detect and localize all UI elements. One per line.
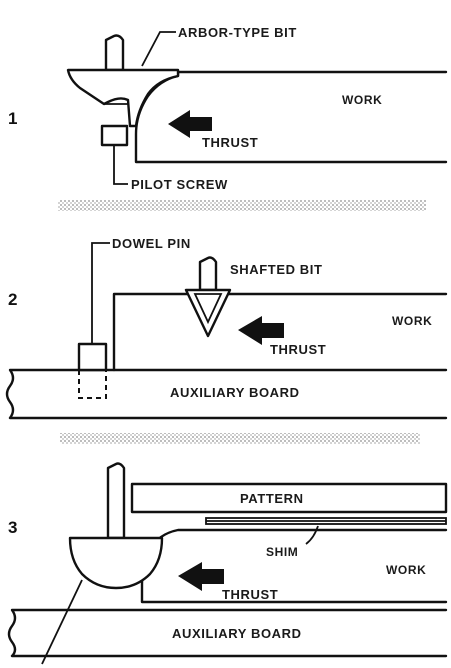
panel-3-board-label: AUXILIARY BOARD — [172, 626, 302, 641]
shafted-bit-cutter — [184, 288, 232, 338]
arbor-type-bit-label: ARBOR-TYPE BIT — [178, 25, 297, 40]
dowel-pin-leader — [91, 242, 110, 343]
panel-2-auxiliary-board — [5, 368, 448, 420]
panel-3: 3 PATTERN SHIM WORK THRUST AUXILIARY BOA… — [7, 462, 448, 665]
panel-3-number: 3 — [8, 518, 17, 537]
dowel-pin-label: DOWEL PIN — [112, 236, 191, 251]
shim-label: SHIM — [266, 545, 298, 559]
pilot-screw-label: PILOT SCREW — [131, 177, 228, 192]
panel-1-work-label: WORK — [342, 93, 382, 107]
shafted-bit — [184, 256, 232, 338]
panel-1: 1 ARBOR-TYPE BIT WORK THRUST PILOT SCREW — [8, 25, 448, 192]
panel-3-work-label: WORK — [386, 563, 426, 577]
panel-3-bit-leader — [41, 579, 83, 665]
panel-2-board-label: AUXILIARY BOARD — [170, 385, 300, 400]
panel-2-thrust-arrow — [238, 316, 284, 345]
panel-3-bit — [68, 462, 164, 590]
panel-3-auxiliary-board — [7, 608, 448, 658]
panel-3-thrust-label: THRUST — [222, 587, 278, 602]
pattern-label: PATTERN — [240, 491, 304, 506]
pilot-screw — [100, 124, 129, 147]
pattern-board — [130, 482, 448, 514]
dowel-pin — [77, 342, 108, 372]
panel-1-number: 1 — [8, 109, 17, 128]
panel-1-bit-leader — [141, 31, 176, 67]
panel-2-number: 2 — [8, 290, 17, 309]
panel-2-work-label: WORK — [392, 314, 432, 328]
panel-1-thrust-arrow — [168, 110, 212, 138]
shim-leader — [305, 525, 319, 545]
divider-1 — [58, 200, 426, 211]
arbor-bit-cutter — [66, 68, 180, 128]
panel-1-pilot-leader — [113, 146, 128, 185]
panel-1-thrust-label: THRUST — [202, 135, 258, 150]
panel-2-thrust-label: THRUST — [270, 342, 326, 357]
divider-2 — [60, 433, 420, 444]
arbor-type-bit — [66, 34, 180, 128]
dowel-pin-hidden — [78, 370, 107, 399]
panel-3-bit-cutter — [68, 536, 164, 590]
shafted-bit-label: SHAFTED BIT — [230, 262, 323, 277]
panel-2-work-piece — [112, 292, 448, 372]
panel-3-thrust-arrow — [178, 562, 224, 591]
panel-2: 2 AUXILIARY BOARD SHAFTED BIT DOWEL PIN … — [5, 236, 448, 420]
